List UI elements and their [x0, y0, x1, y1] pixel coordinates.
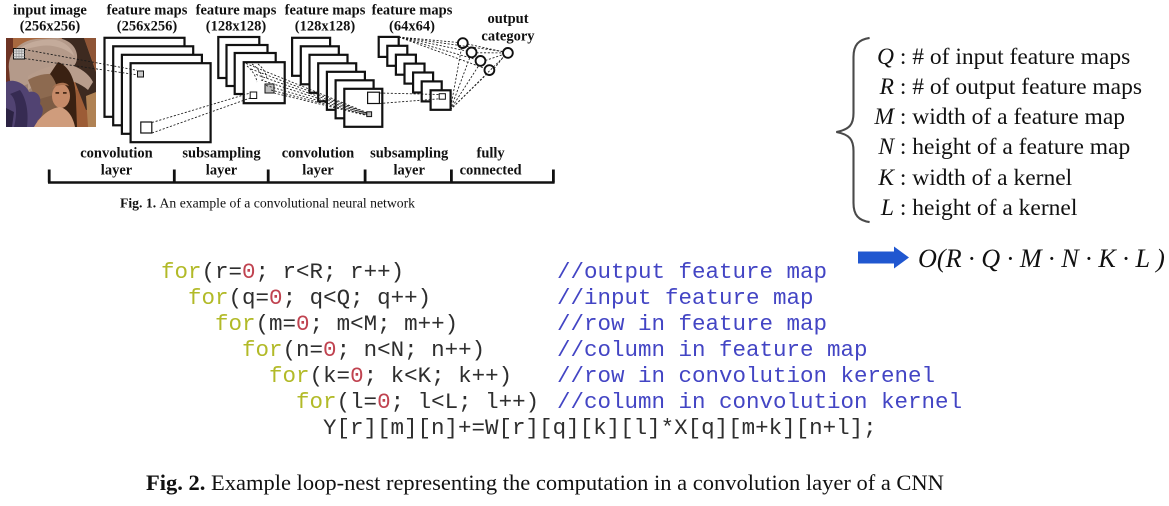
svg-text:output: output: [487, 11, 528, 27]
svg-text:(256x256): (256x256): [117, 19, 178, 35]
svg-text:fully: fully: [476, 146, 505, 162]
svg-text:(128x128): (128x128): [295, 19, 356, 35]
svg-text:connected: connected: [460, 163, 522, 179]
svg-text:convolution: convolution: [282, 146, 355, 162]
svg-text:layer: layer: [302, 163, 334, 179]
svg-text:layer: layer: [393, 163, 425, 179]
svg-text:convolution: convolution: [80, 146, 153, 162]
svg-text:Fig. 1. An example of a convol: Fig. 1. An example of a convolutional ne…: [120, 196, 415, 211]
svg-text:category: category: [481, 29, 535, 45]
svg-text:feature maps: feature maps: [285, 3, 366, 19]
svg-text:(256x256): (256x256): [20, 19, 81, 35]
svg-text:feature maps: feature maps: [196, 3, 277, 19]
svg-text:layer: layer: [101, 163, 133, 179]
svg-text:layer: layer: [206, 163, 238, 179]
svg-text:(128x128): (128x128): [206, 19, 267, 35]
svg-text:subsampling: subsampling: [370, 146, 449, 162]
svg-text:input image: input image: [13, 3, 87, 19]
svg-text:(64x64): (64x64): [389, 19, 435, 35]
svg-text:feature maps: feature maps: [372, 3, 453, 19]
svg-text:feature maps: feature maps: [107, 3, 188, 19]
svg-text:subsampling: subsampling: [182, 146, 261, 162]
